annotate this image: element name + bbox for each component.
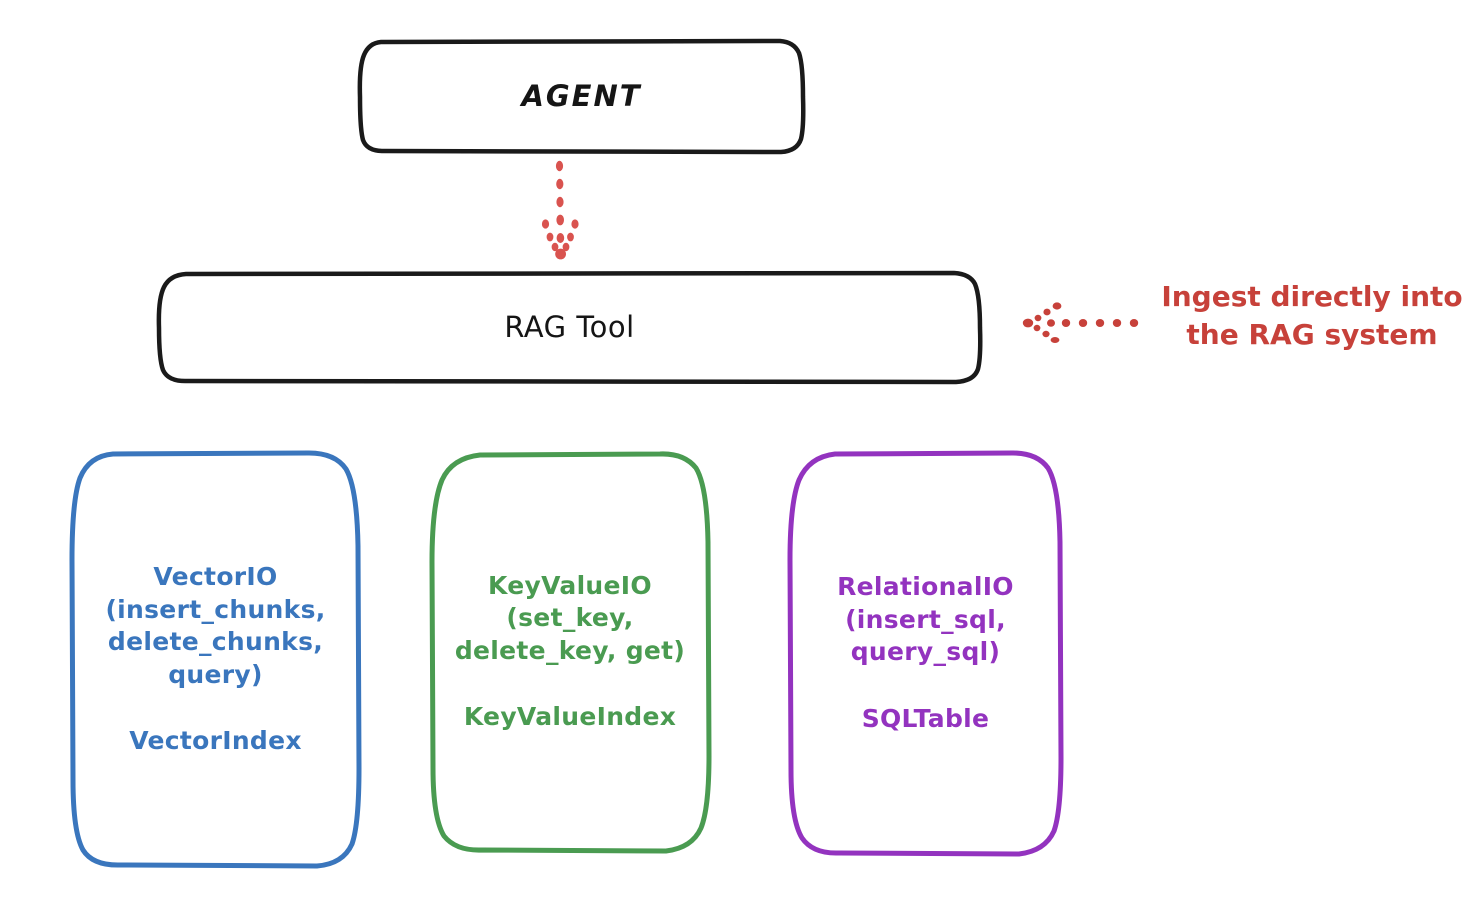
node-rag-tool[interactable]: RAG Tool [156,270,983,385]
annotation-ingest-note: Ingest directly into the RAG system [1161,280,1463,351]
node-vector-io-primary-label: VectorIO (insert_chunks, delete_chunks, … [105,562,326,689]
node-agent[interactable]: AGENT [357,38,806,155]
node-key-value-io-primary-label: KeyValueIO (set_key, delete_key, get) [454,570,686,665]
node-relational-io-secondary-label: SQLTable [861,703,990,733]
node-relational-io-primary-label: RelationalIO (insert_sql, query_sql) [837,572,1014,666]
connector-ingest-note-to-rag-tool [1022,302,1139,343]
connector-agent-to-rag-tool [541,160,579,260]
node-key-value-io[interactable]: KeyValueIO (set_key, delete_key, get) Ke… [428,450,712,854]
node-vector-io-secondary-label: VectorIndex [129,726,302,756]
node-key-value-io-secondary-label: KeyValueIndex [463,702,677,731]
node-vector-io[interactable]: VectorIO (insert_chunks, delete_chunks, … [69,450,362,869]
node-agent-label: AGENT [521,78,642,113]
node-rag-tool-label: RAG Tool [504,309,635,344]
node-relational-io[interactable]: RelationalIO (insert_sql, query_sql) SQL… [787,450,1064,857]
